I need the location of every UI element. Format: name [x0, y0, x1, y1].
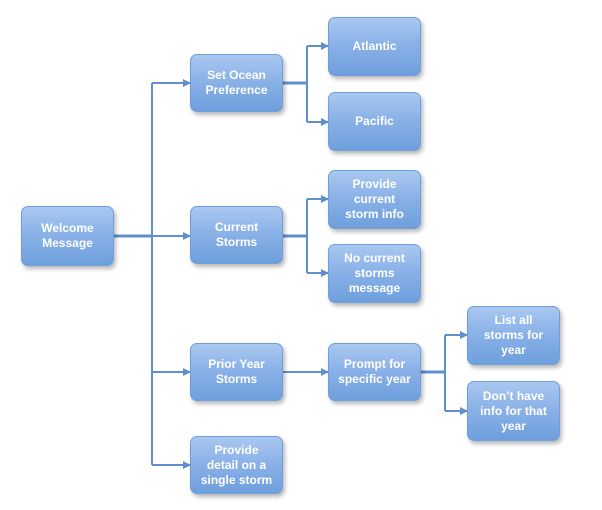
node-atlantic: Atlantic — [328, 17, 421, 76]
node-prior-year-storms: Prior Year Storms — [190, 343, 283, 401]
node-atlantic-label: Atlantic — [352, 39, 397, 53]
node-pacific-label: Pacific — [355, 114, 394, 128]
node-prior-year-storms-label: Prior Year Storms — [208, 357, 265, 386]
node-current-storms: Current Storms — [190, 206, 283, 264]
node-provide-current-storm-info: Provide current storm info — [328, 170, 421, 229]
node-prompt-for-specific-year-label: Prompt for specific year — [338, 357, 411, 386]
node-welcome-message-label: Welcome Message — [41, 221, 94, 250]
node-set-ocean-preference: Set Ocean Preference — [190, 54, 283, 112]
node-no-current-storms-message-label: No current storms message — [344, 251, 405, 295]
node-welcome-message: Welcome Message — [21, 206, 114, 266]
node-provide-detail-on-single-storm: Provide detail on a single storm — [190, 436, 283, 494]
node-prompt-for-specific-year: Prompt for specific year — [328, 343, 421, 401]
node-provide-detail-on-single-storm-label: Provide detail on a single storm — [200, 442, 273, 487]
node-set-ocean-preference-label: Set Ocean Preference — [205, 68, 268, 97]
node-dont-have-info-for-that-year: Don’t have info for that year — [467, 381, 560, 441]
node-list-all-storms-for-year-label: List all storms for year — [483, 313, 544, 357]
node-current-storms-label: Current Storms — [214, 220, 259, 249]
node-pacific: Pacific — [328, 92, 421, 151]
node-no-current-storms-message: No current storms message — [328, 244, 421, 303]
node-list-all-storms-for-year: List all storms for year — [467, 306, 560, 365]
node-provide-current-storm-info-label: Provide current storm info — [345, 177, 404, 221]
node-dont-have-info-for-that-year-label: Don’t have info for that year — [480, 388, 547, 433]
